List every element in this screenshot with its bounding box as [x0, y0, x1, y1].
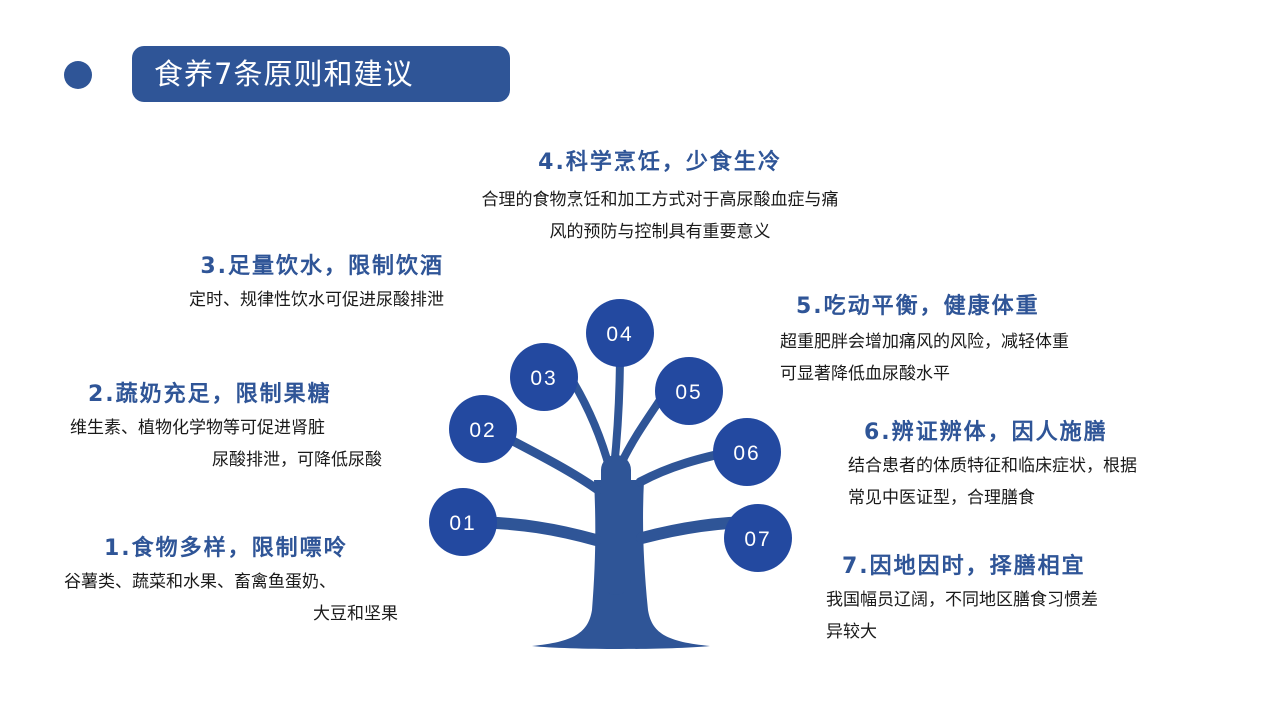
- principle-4-desc-line2: 风的预防与控制具有重要意义: [549, 222, 771, 242]
- principle-5-heading: 5.吃动平衡，健康体重: [796, 294, 1040, 319]
- principle-6-desc-line1: 结合患者的体质特征和临床症状，根据: [848, 456, 1137, 476]
- principle-2-desc-line2: 尿酸排泄，可降低尿酸: [212, 450, 382, 470]
- page-title: 食养7条原则和建议: [132, 46, 510, 102]
- principle-1: 1.食物多样，限制嘌呤 谷薯类、蔬菜和水果、畜禽鱼蛋奶、 大豆和坚果: [64, 530, 404, 630]
- principle-7-desc-line2: 异较大: [826, 622, 877, 642]
- principle-5-desc-line1: 超重肥胖会增加痛风的风险，减轻体重: [780, 332, 1069, 352]
- principle-4: 4.科学烹饪，少食生冷 合理的食物烹饪和加工方式对于高尿酸血症与痛 风的预防与控…: [420, 144, 900, 248]
- principle-4-heading: 4.科学烹饪，少食生冷: [538, 150, 782, 175]
- tree-diagram: 01 02 03 04 05 06 07: [429, 299, 792, 649]
- node-02-label: 02: [469, 419, 496, 442]
- principle-5: 5.吃动平衡，健康体重 超重肥胖会增加痛风的风险，减轻体重 可显著降低血尿酸水平: [780, 288, 1176, 390]
- principle-1-heading: 1.食物多样，限制嘌呤: [104, 536, 348, 561]
- principle-1-desc-line2: 大豆和坚果: [313, 604, 398, 624]
- principle-6-heading: 6.辨证辨体，因人施膳: [864, 420, 1108, 445]
- principle-2-heading: 2.蔬奶充足，限制果糖: [88, 382, 332, 407]
- principle-6-desc-line2: 常见中医证型，合理膳食: [848, 488, 1035, 508]
- title-bullet-dot: [64, 61, 92, 89]
- node-04-label: 04: [606, 323, 633, 346]
- principle-3-desc-line1: 定时、规律性饮水可促进尿酸排泄: [189, 290, 444, 310]
- node-01-label: 01: [449, 512, 476, 535]
- principle-6: 6.辨证辨体，因人施膳 结合患者的体质特征和临床症状，根据 常见中医证型，合理膳…: [848, 414, 1244, 514]
- principle-7-desc-line1: 我国幅员辽阔，不同地区膳食习惯差: [826, 590, 1098, 610]
- principle-2: 2.蔬奶充足，限制果糖 维生素、植物化学物等可促进肾脏 尿酸排泄，可降低尿酸: [70, 376, 390, 476]
- node-05-label: 05: [675, 381, 702, 404]
- principle-3-heading: 3.足量饮水，限制饮酒: [200, 254, 444, 279]
- principle-4-desc-line1: 合理的食物烹饪和加工方式对于高尿酸血症与痛: [481, 190, 839, 210]
- principle-3: 3.足量饮水，限制饮酒 定时、规律性饮水可促进尿酸排泄: [100, 248, 444, 316]
- tree-nodes: [429, 299, 792, 572]
- node-03-label: 03: [530, 367, 557, 390]
- principle-2-desc-line1: 维生素、植物化学物等可促进肾脏: [70, 418, 325, 438]
- principle-5-desc-line2: 可显著降低血尿酸水平: [780, 364, 950, 384]
- principle-7-heading: 7.因地因时，择膳相宜: [842, 554, 1086, 579]
- node-07-label: 07: [744, 528, 771, 551]
- node-06-label: 06: [733, 442, 760, 465]
- principle-1-desc-line1: 谷薯类、蔬菜和水果、畜禽鱼蛋奶、: [64, 572, 336, 592]
- principle-7: 7.因地因时，择膳相宜 我国幅员辽阔，不同地区膳食习惯差 异较大: [826, 548, 1222, 648]
